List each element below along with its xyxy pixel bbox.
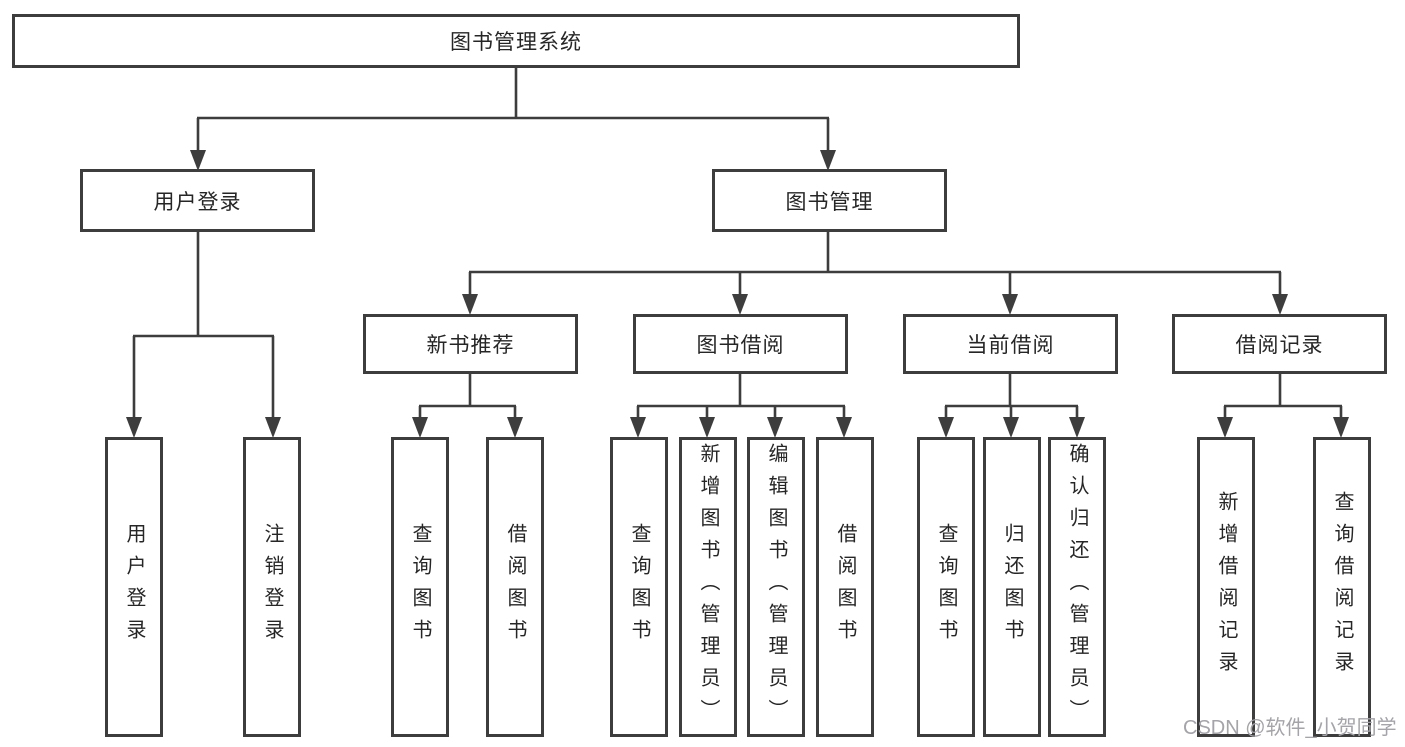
leaf-user-login: 用户登录 — [105, 437, 163, 737]
node-label: 查询图书 — [935, 523, 957, 651]
arrowhead-icon — [1069, 417, 1085, 438]
arrowhead-icon — [462, 294, 478, 315]
node-label: 确认归还（管理员） — [1066, 443, 1088, 731]
leaf-borrow-add-books-admin: 新增图书（管理员） — [679, 437, 737, 737]
leaf-recommend-query-books: 查询图书 — [391, 437, 449, 737]
node-label: 归还图书 — [1001, 523, 1023, 651]
node-book-borrow: 图书借阅 — [633, 314, 848, 374]
watermark: CSDN @软件_小贺同学 — [1183, 717, 1397, 739]
node-label: 用户登录 — [123, 523, 145, 651]
node-user-login: 用户登录 — [80, 169, 315, 232]
arrowhead-icon — [412, 417, 428, 438]
node-label: 编辑图书（管理员） — [765, 443, 787, 731]
node-borrow-records: 借阅记录 — [1172, 314, 1387, 374]
arrowhead-icon — [1272, 294, 1288, 315]
leaf-logout: 注销登录 — [243, 437, 301, 737]
node-label: 当前借阅 — [966, 334, 1055, 357]
arrowhead-icon — [507, 417, 523, 438]
node-label: 新增借阅记录 — [1215, 491, 1237, 683]
node-label: 用户登录 — [153, 190, 242, 214]
arrowhead-icon — [1333, 417, 1349, 438]
node-root: 图书管理系统 — [12, 14, 1020, 68]
node-label: 借阅图书 — [504, 523, 526, 651]
leaf-current-query-books: 查询图书 — [917, 437, 975, 737]
arrowhead-icon — [126, 417, 142, 438]
arrowhead-icon — [1002, 294, 1018, 315]
node-label: 图书借阅 — [696, 334, 785, 357]
arrowhead-icon — [265, 417, 281, 438]
leaf-records-add-record: 新增借阅记录 — [1197, 437, 1255, 737]
node-label: 查询图书 — [409, 523, 431, 651]
node-label: 查询图书 — [628, 523, 650, 651]
node-label: 注销登录 — [261, 523, 283, 651]
leaf-current-return-books: 归还图书 — [983, 437, 1041, 737]
arrowhead-icon — [732, 294, 748, 315]
leaf-borrow-borrow-books: 借阅图书 — [816, 437, 874, 737]
arrowhead-icon — [767, 417, 783, 438]
leaf-current-confirm-return-admin: 确认归还（管理员） — [1048, 437, 1106, 737]
arrowhead-icon — [938, 417, 954, 438]
leaf-borrow-query-books: 查询图书 — [610, 437, 668, 737]
node-current-borrow: 当前借阅 — [903, 314, 1118, 374]
arrowhead-icon — [630, 417, 646, 438]
leaf-recommend-borrow-books: 借阅图书 — [486, 437, 544, 737]
arrowhead-icon — [190, 150, 206, 171]
node-label: 借阅记录 — [1235, 334, 1324, 357]
leaf-borrow-edit-books-admin: 编辑图书（管理员） — [747, 437, 805, 737]
node-label: 图书管理 — [785, 190, 874, 214]
node-label: 查询借阅记录 — [1331, 491, 1353, 683]
node-new-book-recommend: 新书推荐 — [363, 314, 578, 374]
arrowhead-icon — [820, 150, 836, 171]
node-label: 图书管理系统 — [450, 31, 582, 54]
node-label: 新增图书（管理员） — [697, 443, 719, 731]
node-label: 借阅图书 — [834, 523, 856, 651]
arrowhead-icon — [836, 417, 852, 438]
leaf-records-query-record: 查询借阅记录 — [1313, 437, 1371, 737]
node-label: 新书推荐 — [426, 334, 515, 357]
arrowhead-icon — [1217, 417, 1233, 438]
arrowhead-icon — [1003, 417, 1019, 438]
node-book-management: 图书管理 — [712, 169, 947, 232]
arrowhead-icon — [699, 417, 715, 438]
